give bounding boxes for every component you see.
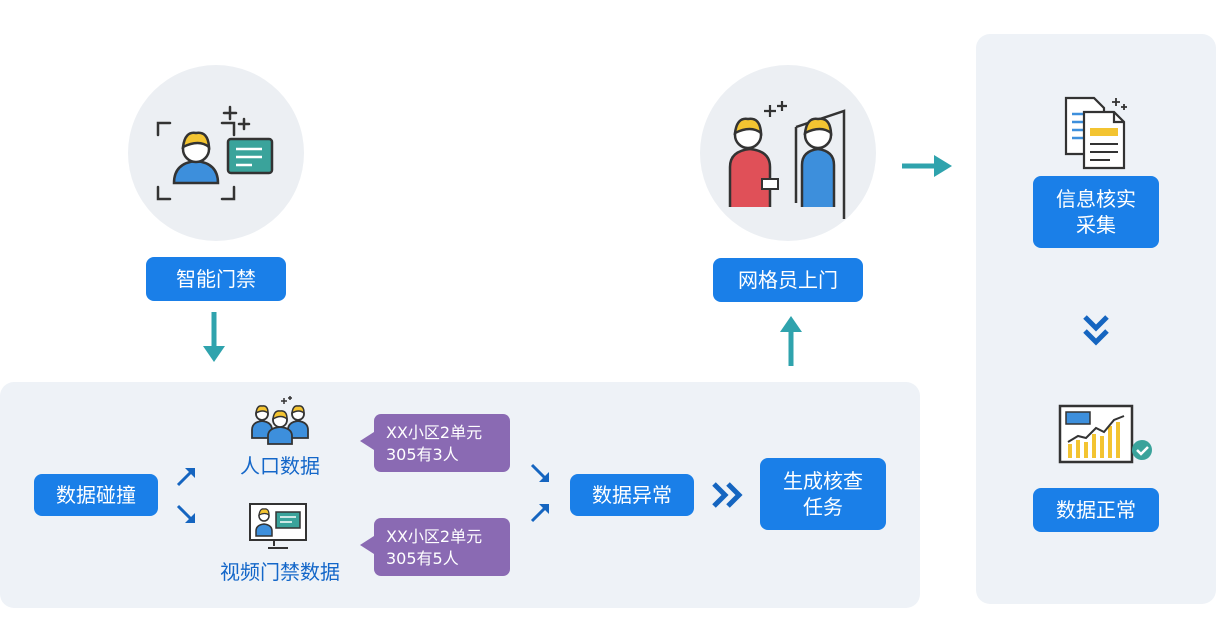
data-collide-node: 数据碰撞 xyxy=(34,474,158,516)
grid-visit-node: 网格员上门 xyxy=(713,258,863,302)
smart-access-circle xyxy=(128,65,304,241)
chart-monitor-check-icon xyxy=(1058,404,1152,464)
population-data-label: 人口数据 xyxy=(240,454,320,478)
arrow-down-right-icon xyxy=(530,463,549,482)
arrow-up-right-icon xyxy=(176,468,195,487)
video-access-data-label: 视频门禁数据 xyxy=(220,560,340,584)
arrow-up-right-icon xyxy=(530,504,549,523)
video-count-bubble: XX小区2单元 305有5人 xyxy=(360,518,510,576)
grid-worker-door-icon xyxy=(728,101,846,219)
generate-task-node: 生成核查任务 xyxy=(760,458,886,530)
smart-access-node: 智能门禁 xyxy=(146,257,286,301)
face-scan-icon xyxy=(156,105,274,201)
arrow-up-icon xyxy=(780,316,802,366)
arrow-right-icon xyxy=(902,155,952,177)
arrow-down-right-icon xyxy=(176,504,195,523)
data-abnormal-node: 数据异常 xyxy=(570,474,694,516)
video-monitor-icon xyxy=(249,503,307,549)
double-chevron-down-icon xyxy=(1083,315,1109,346)
people-group-icon xyxy=(251,396,309,445)
population-count-bubble: XX小区2单元 305有3人 xyxy=(360,414,510,472)
info-collect-node: 信息核实采集 xyxy=(1033,176,1159,248)
arrow-down-icon xyxy=(203,312,225,362)
grid-visit-circle xyxy=(700,65,876,241)
data-normal-node: 数据正常 xyxy=(1033,488,1159,532)
double-chevron-right-icon xyxy=(712,482,743,508)
documents-icon xyxy=(1064,96,1127,170)
